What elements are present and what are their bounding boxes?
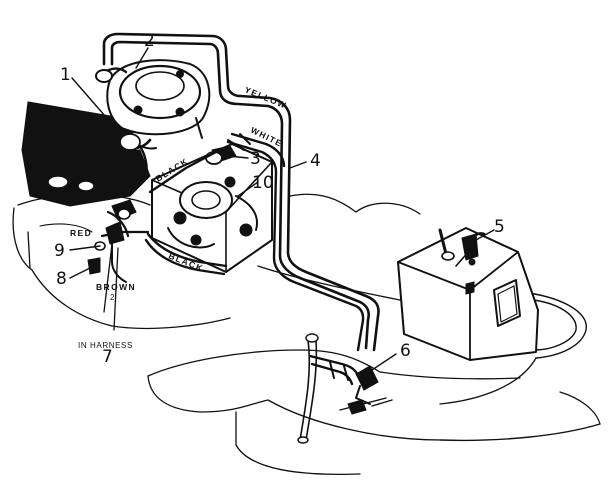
wire-label-brown: BROWN	[96, 282, 136, 292]
callout-8: 8	[56, 269, 67, 289]
brown-sub-label: 2	[110, 293, 115, 302]
callout-4: 4	[310, 151, 321, 171]
solenoid-terminals	[87, 199, 137, 275]
wiring	[100, 32, 471, 386]
wire-label-red: RED	[70, 228, 92, 238]
callout-6: 6	[400, 341, 411, 361]
callout-10: 10	[252, 173, 274, 193]
tractor-frame	[12, 193, 601, 475]
callout-5: 5	[494, 217, 505, 237]
battery-assembly	[151, 133, 273, 273]
interlock-switch	[339, 365, 393, 415]
in-harness-label: IN HARNESS	[78, 341, 133, 350]
callout-3: 3	[250, 149, 261, 169]
callout-9: 9	[54, 241, 65, 261]
callout-7: 7	[102, 347, 113, 367]
callout-1: 1	[60, 65, 71, 85]
callout-2: 2	[144, 31, 155, 51]
rear-housing	[397, 227, 539, 361]
leader-lines	[69, 47, 495, 371]
